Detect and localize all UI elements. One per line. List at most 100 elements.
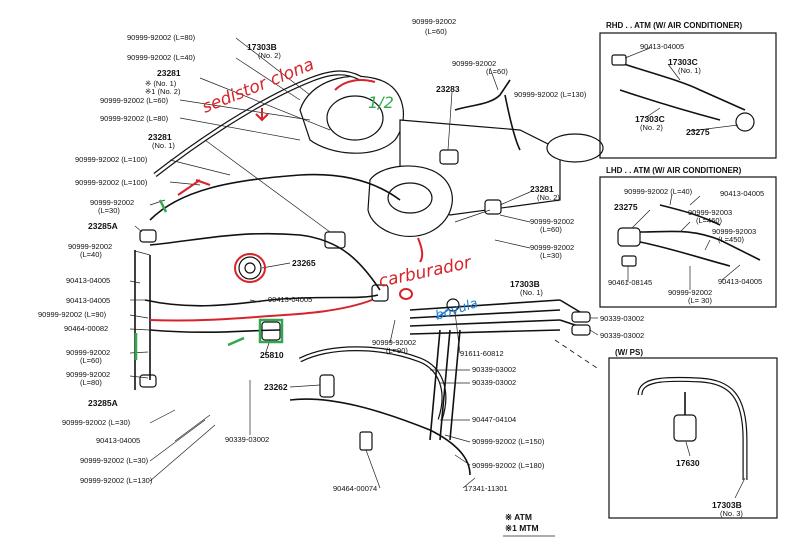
metal-lines [409,299,561,335]
red-hose-trace [149,299,373,322]
inset-rhd-frame [599,32,777,159]
label-90339-03002-a: 90339-03002 [600,314,644,323]
connector-90339-b [571,324,591,336]
label-90999-92002-l100-b: 90999-92002 (L=100) [75,178,148,187]
label-90999-92002-l40: 90999-92002 (L=40) [127,53,196,62]
label-90999-92002-l180: 90999-92002 (L=180) [472,461,545,470]
inset-rhd-17303c-no1: 17303C [668,57,698,67]
label-23281-top-sub2: ※1 (No. 2) [145,87,181,96]
label-23262: 23262 [264,382,288,392]
label-90999-92002-l150: 90999-92002 (L=150) [472,437,545,446]
hose-network [134,70,601,476]
label-90999-92002-l30-b: 90999-92002 (L=30) [62,418,131,427]
inset-lhd-23275: 23275 [614,202,638,212]
inset-lhd-90413-04005-a: 90413-04005 [720,189,764,198]
inset-lhd-header: LHD . . ATM (W/ AIR CONDITIONER) [606,166,742,175]
label-17303b-no2-sub: (No. 2) [258,51,281,60]
label-91611-60812: 91611-60812 [460,349,504,358]
valve-23281-no2 [484,199,502,215]
inset-rhd-connector [611,54,627,66]
label-23285a-bottom: 23285A [88,398,118,408]
hose-l130 [504,94,521,151]
label-90999-92002-l80-b: 90999-92002 [66,370,110,379]
label-90999-92002-l60-c-sub: (L=60) [540,225,562,234]
label-90999-92002-l60-top: 90999-92002 [412,17,456,26]
label-90999-92002-l30-d: 90999-92002 [530,243,574,252]
label-90999-92002-l30-d-sub: (L=30) [540,251,562,260]
inset-lhd-90461-08145: 90461-08145 [608,278,652,287]
red-mark-left [177,179,211,196]
label-23281-no2-sub: (No. 2) [537,193,560,202]
vacuum-switch-23265-center [244,262,256,274]
distributor-cap [326,95,384,141]
inset-ps-17630: 17630 [676,458,700,468]
red-circle-small [399,288,413,300]
label-23281-top-sub1: ※ (No. 1) [145,79,177,88]
label-23283: 23283 [436,84,460,94]
air-cleaner [546,133,604,163]
green-box-25810 [258,318,284,344]
label-90339-03002-e: 90339-03002 [225,435,269,444]
inset-lhd-90999-92002-l30: 90999-92002 [668,288,712,297]
inset-lhd-hose-3 [659,204,721,226]
legend-mtm: ※1 MTM [505,523,539,533]
inset-rhd-hose-2 [619,89,721,121]
label-90999-92002-l30-c: 90999-92002 (L=30) [80,456,149,465]
inset-lhd-90999-92002-l30-sub: (L= 30) [688,296,712,305]
label-23281-top: 23281 [157,68,181,78]
vsv-carb [371,284,389,302]
filter-23285a-bottom [139,374,157,388]
annotation-blue-stroke [435,309,449,319]
hose-23283 [454,79,511,111]
inset-rhd-header: RHD . . ATM (W/ AIR CONDITIONER) [606,21,742,30]
label-90464-00082: 90464-00082 [64,324,108,333]
hose-lower-b [149,329,281,334]
hose-mid-b [149,232,381,291]
inset-lhd: LHD . . ATM (W/ AIR CONDITIONER) 90999-9… [599,166,777,308]
sensor-23262 [319,374,335,398]
label-90999-92002-l60-mid-sub: (L=60) [486,67,508,76]
inset-ps-17303b-sub: (No. 3) [720,509,743,518]
valve-23283 [439,149,459,165]
inset-lhd-90999-92003-a: 90999-92003 [688,208,732,217]
label-90999-92002-l80-a: 90999-92002 (L=80) [100,114,169,123]
inset-lhd-90999-92003-b-sub: (L=450) [718,235,745,244]
label-90999-92002-l30-a-sub: (L=30) [98,206,120,215]
label-23281-no1: 23281 [148,132,172,142]
inset-lhd-valve-23275 [617,227,641,247]
label-90999-92002-l80-b-sub: (L=80) [80,378,102,387]
label-17341-11301: 17341-11301 [464,484,508,493]
inset-rhd-23275: 23275 [686,127,710,137]
inset-rhd-90413-04005: 90413-04005 [640,42,684,51]
label-90999-92002-l130-a: 90999-92002 (L=130) [80,476,153,485]
label-90999-92002-l60-b-sub: (L=60) [80,356,102,365]
label-90413-04005-d: 90413-04005 [268,295,312,304]
label-23281-no2: 23281 [530,184,554,194]
label-25810: 25810 [260,350,284,360]
label-90999-92002-l90-b-sub: (L=90) [386,346,408,355]
filter-23285a-top [139,229,157,243]
label-90999-92002-l40-b: 90999-92002 [68,242,112,251]
metal-lines-down [429,329,461,441]
label-90999-92002-l130-b: 90999-92002 (L=130) [514,90,587,99]
label-90413-04005-b: 90413-04005 [66,296,110,305]
inset-lhd-clamp [621,255,637,267]
inset-ps-switch-17630 [673,414,697,442]
part-labels: 90999-92002 (L=80) 17303B (No. 2) 90999-… [38,17,644,493]
label-90339-03002-d: 90339-03002 [472,378,516,387]
label-90999-92002-l60-c: 90999-92002 [530,217,574,226]
annotation-carburador: carburador [377,253,474,292]
inset-rhd-valve-23275 [735,112,755,132]
label-90999-92002-l60-top-sub: (L=60) [425,27,447,36]
red-hook [417,237,424,263]
hose-bottom [289,398,471,476]
label-90999-92002-l90-b: 90999-92002 [372,338,416,347]
inset-lhd-hose-1 [639,230,761,261]
label-90464-00074: 90464-00074 [333,484,377,493]
connector-90339-a [571,311,591,323]
inset-lhd-90999-92003-a-sub: (L=460) [696,216,723,225]
inset-ps-frame [608,357,778,519]
label-23281-no1-sub: (No. 1) [152,141,175,150]
